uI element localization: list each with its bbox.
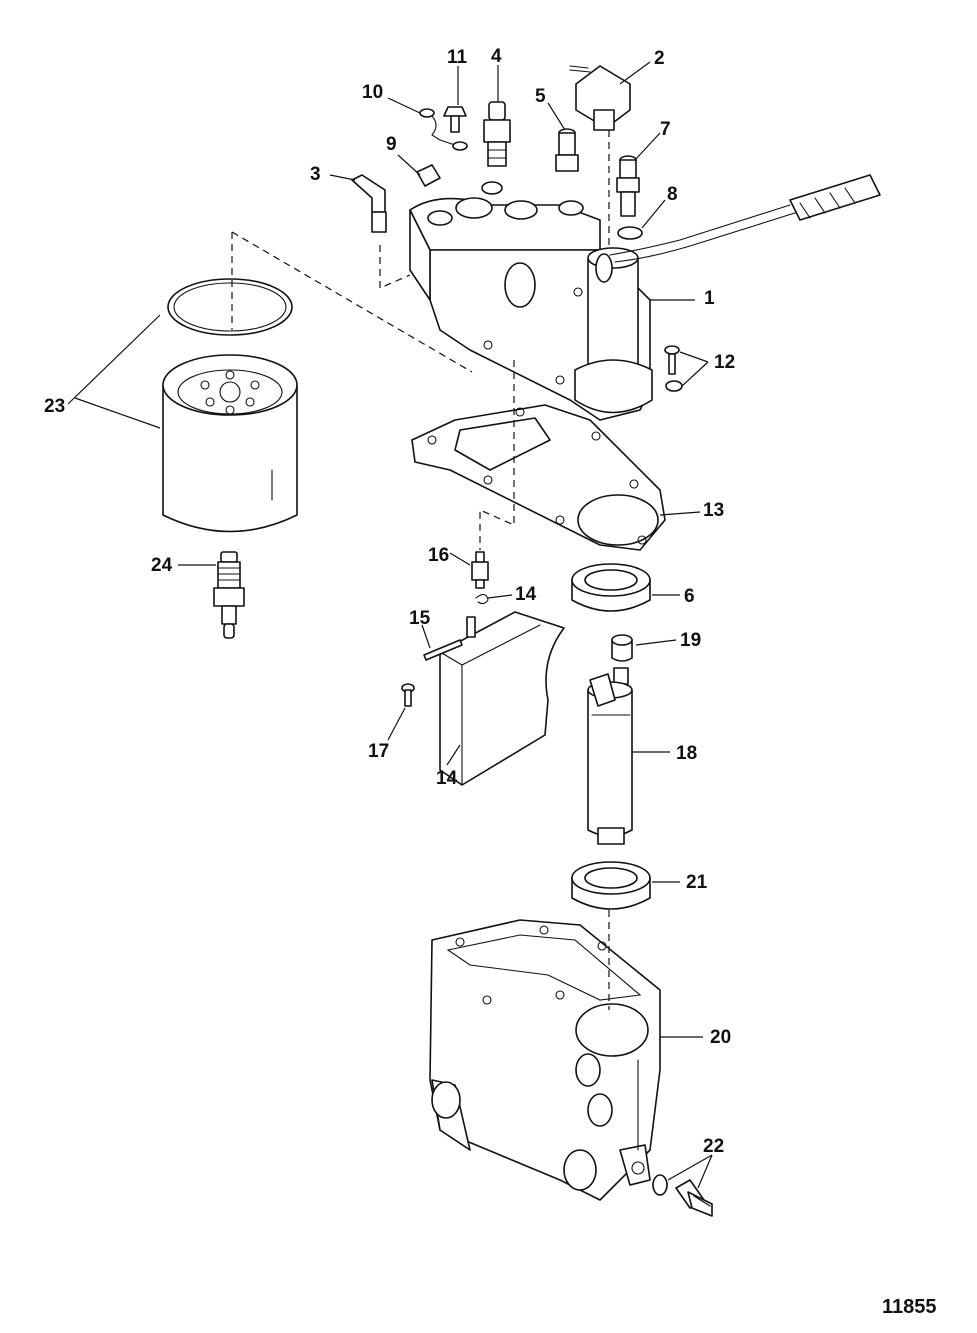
callout-18: 18 — [676, 743, 697, 764]
callout-14-bracket: 14 — [436, 768, 458, 789]
callout-12: 12 — [714, 352, 735, 373]
plug-9 — [416, 164, 441, 187]
callout-labels: 1 2 3 4 5 6 7 8 9 10 11 12 13 14 14 15 1… — [44, 46, 735, 1157]
callout-3: 3 — [310, 164, 321, 185]
callout-16: 16 — [428, 545, 449, 566]
callout-6: 6 — [684, 586, 695, 607]
callout-17: 17 — [368, 741, 389, 762]
fitting-4 — [483, 101, 511, 167]
callout-10: 10 — [362, 82, 383, 103]
callout-15: 15 — [409, 608, 431, 629]
sensor-2 — [569, 65, 631, 131]
fitting-5 — [555, 128, 579, 172]
callout-4: 4 — [491, 46, 502, 67]
elbow-fitting-3 — [351, 174, 387, 233]
figure-number: 11855 — [882, 1296, 937, 1318]
callout-24: 24 — [151, 555, 173, 576]
sleeve-19 — [611, 634, 633, 662]
callout-5: 5 — [535, 86, 546, 107]
callout-8: 8 — [667, 184, 678, 205]
fuel-cooler-housing — [409, 174, 881, 421]
callout-7: 7 — [660, 119, 671, 140]
callout-9: 9 — [386, 134, 397, 155]
fitting-7 — [616, 155, 640, 217]
callout-1: 1 — [704, 288, 715, 309]
water-sensor — [213, 551, 245, 639]
clip-14 — [475, 593, 489, 605]
callout-23: 23 — [44, 396, 65, 417]
callout-19: 19 — [680, 630, 701, 651]
o-ring-8 — [617, 226, 643, 240]
callout-20: 20 — [710, 1027, 731, 1048]
collar-6 — [571, 563, 651, 612]
pump-bracket-14 — [439, 611, 565, 786]
ground-strap-10 — [419, 108, 468, 151]
pin-15 — [423, 639, 463, 661]
callout-21: 21 — [686, 872, 708, 893]
fuel-pump-18 — [587, 667, 633, 845]
callout-13: 13 — [703, 500, 724, 521]
screw-12 — [664, 345, 683, 392]
filter-gasket-ring — [167, 278, 293, 336]
assembly-lines — [231, 130, 610, 1010]
gasket-13 — [411, 404, 666, 551]
filter-body — [162, 384, 298, 533]
lower-housing-20 — [429, 919, 661, 1201]
callout-2: 2 — [654, 48, 665, 69]
screw-17 — [401, 683, 415, 707]
callout-14-clip: 14 — [515, 584, 537, 605]
leader-lines — [67, 61, 713, 1189]
collar-21 — [571, 861, 651, 910]
fuel-filter-canister — [162, 278, 298, 533]
callout-11: 11 — [447, 47, 468, 68]
sensor-16 — [471, 551, 489, 589]
screw-11 — [443, 106, 467, 133]
callout-22: 22 — [703, 1136, 724, 1157]
drain-plug-22 — [652, 1174, 713, 1217]
